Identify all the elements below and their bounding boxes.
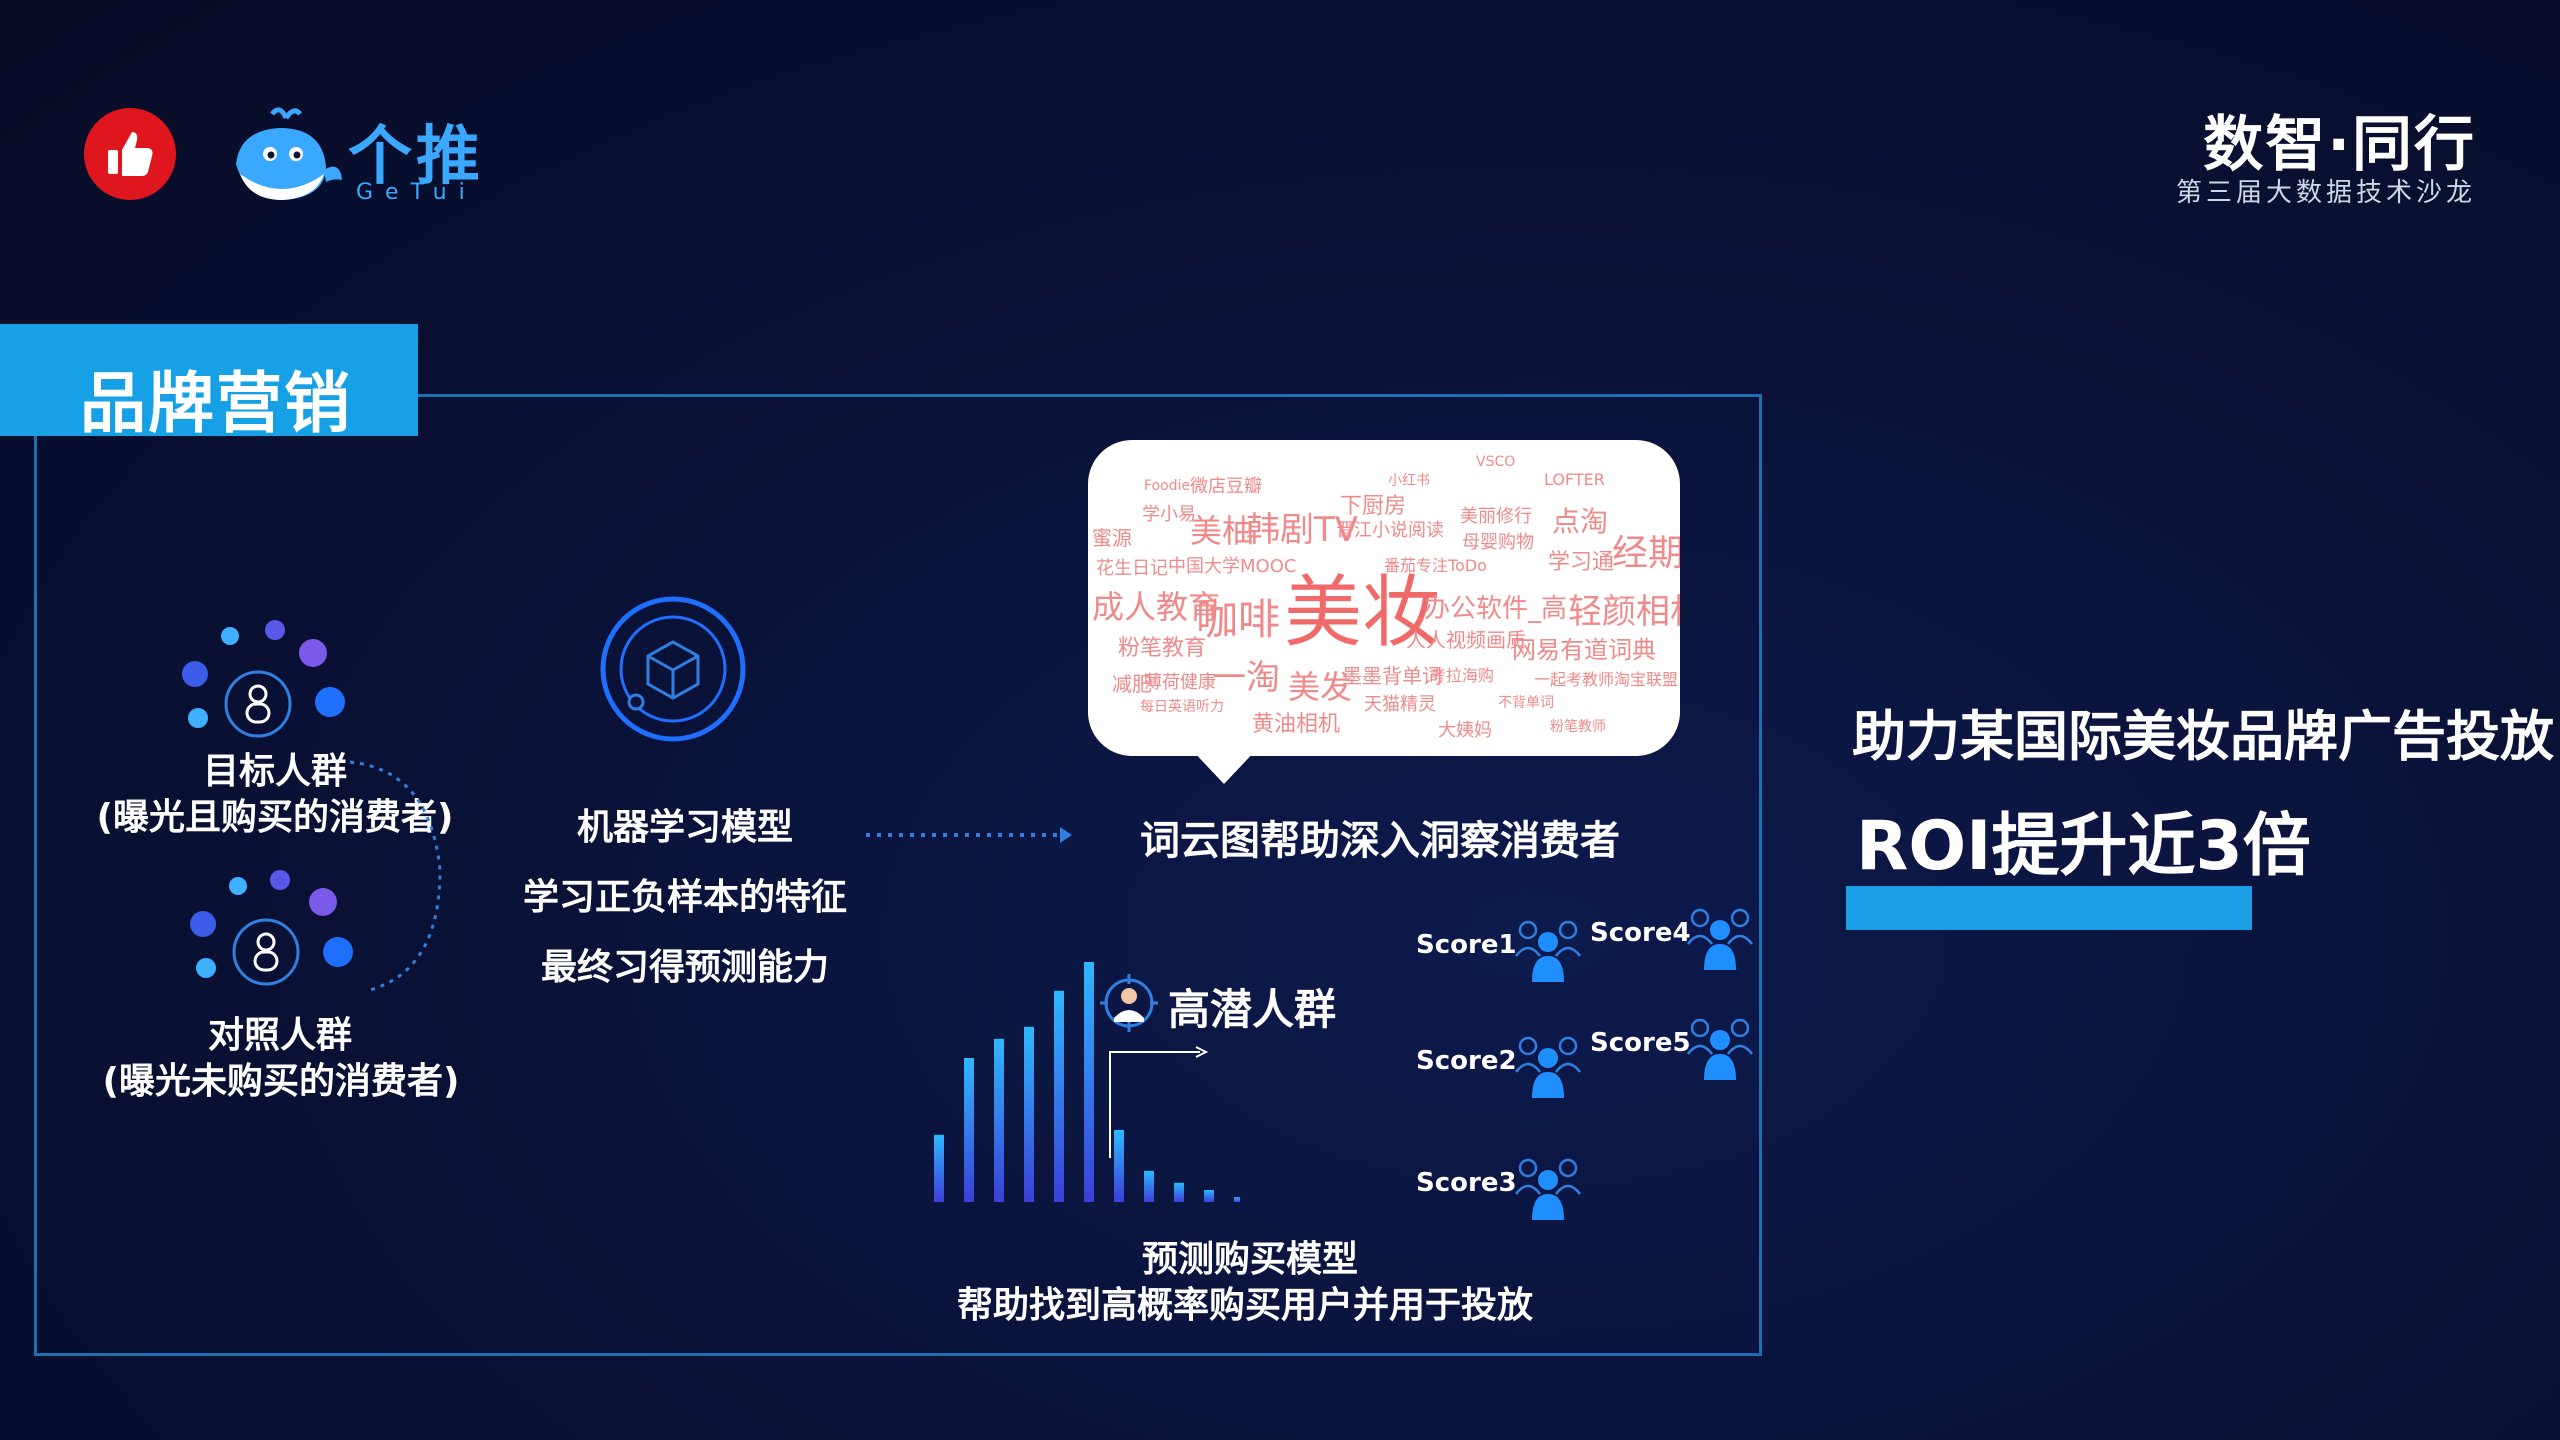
brand-name-en: GeTui — [356, 180, 477, 205]
ml-model-cube-icon — [600, 596, 746, 742]
prediction-bar — [994, 1038, 1004, 1202]
section-tag-label: 品牌营销 — [80, 365, 352, 442]
word-cloud-word: 晋江小说阅读 — [1336, 520, 1444, 541]
result-accent-bar — [1846, 886, 2252, 930]
word-cloud-word: 经期 — [1612, 533, 1680, 574]
target-group-title: 目标人群 — [202, 751, 347, 792]
prediction-bar — [1084, 962, 1094, 1202]
word-cloud-word: 小红书 — [1388, 473, 1430, 489]
target-group-desc: (曝光且购买的消费者) — [96, 797, 454, 838]
word-cloud-word: 黄油相机 — [1252, 712, 1341, 737]
prediction-bar — [1114, 1130, 1124, 1202]
word-cloud-word: 学习通 — [1548, 550, 1615, 575]
user-group-icon — [1515, 1158, 1581, 1220]
predict-line-1: 预测购买模型 — [1141, 1239, 1358, 1280]
word-cloud-word: 中国大学MOOC — [1168, 556, 1297, 577]
score-label: Score3 — [1416, 1168, 1517, 1198]
high-potential-label: 高潜人群 — [1168, 985, 1337, 1034]
control-group-title: 对照人群 — [207, 1015, 352, 1056]
word-cloud-caption: 词云图帮助深入洞察消费者 — [1140, 818, 1620, 864]
result-roi: ROI提升近3倍 — [1856, 807, 2311, 886]
word-cloud-word: 点淘 — [1552, 505, 1609, 538]
pointer-arrow — [1109, 1046, 1209, 1158]
prediction-bar — [1024, 1026, 1034, 1202]
word-cloud-word: 美发 — [1288, 668, 1353, 706]
prediction-bar — [1144, 1170, 1154, 1202]
word-cloud-word: VSCO — [1476, 454, 1516, 470]
prediction-bar — [934, 1134, 944, 1202]
word-cloud-word: 母婴购物 — [1462, 532, 1534, 553]
word-cloud-word: 下厨房 — [1340, 494, 1407, 519]
section-tag — [0, 324, 418, 436]
word-cloud-word: 不背单词 — [1498, 695, 1554, 711]
word-cloud-word: 薄荷健康 — [1144, 672, 1216, 693]
prediction-bars — [934, 962, 1240, 1202]
word-cloud-word: 微店豆瓣 — [1190, 476, 1262, 497]
prediction-bar — [1054, 990, 1064, 1202]
dotted-arrow — [866, 827, 1072, 843]
word-cloud-word: 轻颜相机 — [1568, 592, 1680, 632]
thumbs-up-logo — [84, 108, 176, 200]
target-group-cluster-icon — [182, 620, 345, 738]
word-cloud-word: 粉笔教师 — [1550, 719, 1606, 735]
word-cloud-word: 咖啡 — [1196, 595, 1281, 644]
word-cloud-word: LOFTER — [1544, 470, 1605, 489]
whale-mascot-icon — [236, 107, 342, 200]
word-cloud-word: 蜜源 — [1092, 526, 1132, 550]
word-cloud-word: 番茄专注ToDo — [1384, 556, 1487, 575]
word-cloud-word: 办公软件_高 — [1424, 594, 1568, 624]
word-cloud-bubble — [1088, 440, 1680, 756]
score-label: Score5 — [1590, 1028, 1691, 1058]
user-group-icon — [1687, 1018, 1753, 1080]
event-title: 数智·同行 — [2203, 110, 2476, 180]
word-cloud-word: 考拉海购 — [1430, 666, 1495, 685]
word-cloud-word: 粉笔教育 — [1118, 636, 1207, 661]
word-cloud-word: Foodie — [1144, 478, 1191, 494]
thumbs-up-icon — [108, 132, 153, 176]
word-cloud-word: 韩剧TV — [1246, 510, 1359, 550]
ml-line-2: 学习正负样本的特征 — [522, 877, 847, 918]
control-group-cluster-icon — [190, 870, 353, 986]
word-cloud-tail — [1190, 748, 1258, 784]
ml-line-3: 最终习得预测能力 — [540, 947, 829, 988]
result-title: 助力某国际美妆品牌广告投放 — [1852, 705, 2554, 768]
dotted-connector — [349, 760, 442, 992]
target-person-icon — [1100, 974, 1158, 1032]
prediction-bar — [1234, 1197, 1240, 1202]
word-cloud-word: 网易有道词典 — [1512, 636, 1656, 664]
score-label: Score2 — [1416, 1046, 1517, 1076]
content-frame — [34, 394, 1762, 1356]
word-cloud-word: 花生日记 — [1096, 558, 1168, 579]
word-cloud-word: 每日英语听力 — [1140, 699, 1224, 715]
predict-line-2: 帮助找到高概率购买用户并用于投放 — [956, 1285, 1533, 1326]
word-cloud-word: 成人教育 — [1092, 588, 1221, 626]
brand-name-cn: 个推 — [348, 120, 484, 194]
event-subtitle: 第三届大数据技术沙龙 — [2175, 178, 2476, 208]
word-cloud-word: 墨墨背单词 — [1342, 664, 1442, 688]
word-cloud-word: 大姨妈 — [1438, 720, 1492, 741]
ml-line-1: 机器学习模型 — [576, 807, 793, 848]
word-cloud-word: 减肥 — [1112, 672, 1152, 696]
word-cloud-word: 美丽修行 — [1460, 506, 1532, 527]
score-label: Score4 — [1590, 918, 1691, 948]
prediction-bar — [964, 1058, 974, 1202]
user-group-icon — [1515, 920, 1581, 982]
word-cloud-word: 一起考教师淘宝联盟 — [1534, 670, 1679, 689]
word-cloud: 美妆 咖啡 成人教育 轻颜相机 韩剧TV 美柚 一淘 美发 点淘 经期 学习通 … — [1088, 440, 1680, 756]
word-cloud-word: 美妆 — [1284, 568, 1441, 658]
word-cloud-word: 美柚 — [1190, 512, 1255, 550]
word-cloud-word: 人人视频画质 — [1406, 628, 1526, 652]
prediction-bar — [1174, 1182, 1184, 1202]
user-group-icon — [1515, 1036, 1581, 1098]
word-cloud-word: 一淘 — [1212, 658, 1280, 698]
user-group-icon — [1687, 908, 1753, 970]
word-cloud-word: 学小易 — [1142, 504, 1196, 525]
score-label: Score1 — [1416, 930, 1517, 960]
prediction-bar — [1204, 1190, 1214, 1202]
word-cloud-word: 天猫精灵 — [1364, 694, 1436, 715]
control-group-desc: (曝光未购买的消费者) — [102, 1061, 460, 1102]
